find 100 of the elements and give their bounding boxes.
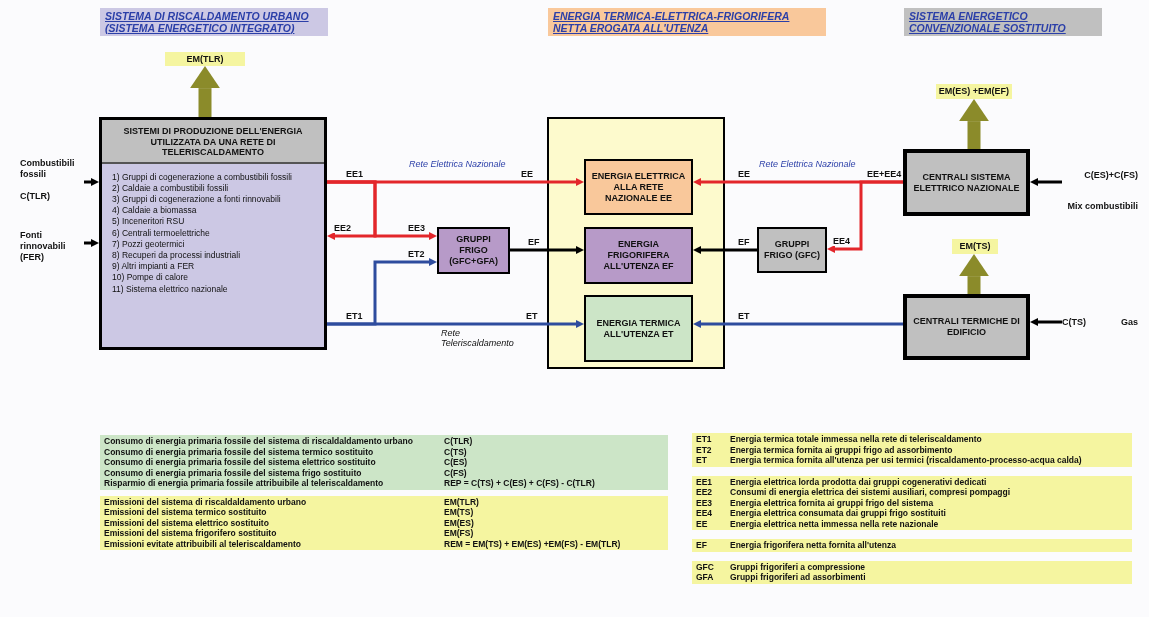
abbreviation-text: EE1: [696, 476, 714, 487]
flow-label: EE+EE4: [866, 169, 903, 179]
energy-box: [903, 149, 1030, 216]
symbol-text: EM(ES): [444, 517, 474, 528]
arrow: [510, 246, 584, 254]
abbreviation-text: EE: [696, 518, 709, 529]
definition-text: Energia termica fornita all'utenza per usi termici (riscaldamento-processo-acqua calda): [730, 455, 1082, 466]
definition-text: Consumi di energia elettrica dei sistemi ausiliari, compresi pompaggi: [730, 487, 1011, 498]
arrow: [1030, 178, 1062, 186]
description-text: Emissioni del sistema di riscaldaldamento urbano: [104, 496, 308, 507]
definition-text: Energia elettrica fornita ai gruppi frigo del sistema: [730, 497, 934, 508]
section-heading-band: [904, 8, 1102, 36]
input-label: C(TS): [1062, 316, 1086, 328]
list-item: 3) Gruppi di cogenerazione a fonti rinnovabili: [112, 193, 282, 206]
input-label: Fonti rinnovabili (FER): [20, 230, 67, 263]
section-heading-band: [548, 8, 826, 36]
definition-text: Energia elettrica consumata dai gruppi frigo sostituiti: [730, 508, 946, 519]
arrow: [693, 320, 903, 328]
list-item: 7) Pozzi geotermici: [112, 238, 186, 250]
box-heading: SISTEMI DI PRODUZIONE DELL'ENERGIA UTILIZZATA DA UNA RETE DI TELERISCALDAMENTO: [102, 120, 324, 164]
box-label: CENTRALI TERMICHE DI EDIFICIO: [912, 316, 1021, 338]
flow-label: ET1: [345, 311, 364, 321]
arrow: [84, 178, 99, 186]
flow-label: EE1: [345, 169, 364, 179]
description-text: Emissioni del sistema frigorifero sostituito: [104, 528, 278, 539]
panel-background: [547, 117, 725, 369]
edge-label: EE3: [407, 223, 426, 233]
abbreviation-text: EE2: [696, 487, 714, 498]
description-text: Consumo di energia primaria fossile del sistema elettrico sostituito: [104, 457, 377, 468]
definition-text: Energia termica fornita ai gruppi frigo ad assorbimento: [730, 444, 953, 455]
box-label: ENERGIA FRIGORIFERA ALL'UTENZA EF: [602, 239, 675, 272]
emission-label: EM(TS): [959, 241, 991, 252]
symbol-text: C(TLR): [444, 436, 473, 447]
emission-tag: [165, 52, 245, 66]
edge-label: EE4: [832, 236, 851, 246]
symbol-text: REP = C(TS) + C(ES) + C(FS) - C(TLR): [444, 478, 595, 489]
input-label: Combustibili fossili: [20, 158, 76, 180]
abbreviation-text: GFA: [696, 572, 715, 583]
energy-box: [584, 159, 693, 215]
arrow: [84, 239, 99, 247]
arrow: [693, 246, 757, 254]
description-text: Emissioni del sistema termico sostituito: [104, 507, 268, 518]
list-item: 11) Sistema elettrico nazionale: [112, 283, 229, 295]
symbol-text: REM = EM(TS) + EM(ES) +EM(FS) - EM(TLR): [444, 538, 621, 549]
energy-box: [757, 227, 827, 273]
input-label: Gas: [1121, 316, 1138, 328]
section-heading-band: [100, 8, 328, 36]
list-item: 2) Caldaie a combustibili fossili: [112, 182, 230, 194]
symbol-text: C(ES): [444, 457, 468, 468]
list-item: 4) Caldaie a biomassa: [112, 205, 198, 217]
list-item: 1) Gruppi di cogenerazione a combustibili fossili: [112, 171, 293, 183]
edge-label: ET2: [407, 249, 426, 259]
emission-tag: [952, 239, 998, 254]
production-system-box: [99, 117, 327, 350]
section-heading: SISTEMA ENERGETICO CONVENZIONALE SOSTITUITO: [909, 10, 1067, 34]
abbreviation-text: ET1: [696, 434, 713, 445]
abbreviation-text: ET2: [696, 444, 713, 455]
box-label: CENTRALI SISTEMA ELETTRICO NAZIONALE: [912, 171, 1021, 194]
input-label: C(ES)+C(FS): [1084, 170, 1138, 181]
edge-label: EE: [737, 169, 751, 179]
abbreviation-text: GFC: [696, 561, 715, 572]
emission-label: EM(ES) +EM(EF): [938, 86, 1010, 97]
abbreviation-text: EF: [696, 540, 708, 551]
abbreviation-text: ET: [696, 455, 708, 466]
description-text: Consumo di energia primaria fossile del sistema di riscaldaldamento urbano: [104, 436, 414, 447]
list-item: 6) Centrali termoelettriche: [112, 227, 211, 239]
network-label: Rete Teleriscaldamento: [440, 328, 515, 348]
definition-text: Energia elettrica netta immessa nella rete nazionale: [730, 518, 939, 529]
input-label: C(TLR): [20, 191, 50, 202]
edge-label: EF: [527, 237, 541, 247]
emission-arrow: [962, 99, 986, 149]
abbreviation-text: EE3: [696, 497, 714, 508]
symbol-text: EM(FS): [444, 528, 474, 539]
description-text: Emissioni del sistema elettrico sostituito: [104, 517, 270, 528]
arrow: [327, 320, 584, 328]
box-label: ENERGIA ELETTRICA ALLA RETE NAZIONALE EE: [590, 170, 687, 204]
section-heading: SISTEMA DI RISCALDAMENTO URBANO (SISTEMA ENERGETICO INTEGRATO): [105, 10, 310, 34]
energy-box: [903, 294, 1030, 360]
abbreviation-text: EE4: [696, 508, 714, 519]
description-text: Emissioni evitate attribuibili al teleriscaldamento: [104, 538, 302, 549]
energy-box: [437, 227, 510, 274]
description-text: Risparmio di energia primaria fossile attribuibile al teleriscaldamento: [104, 478, 385, 489]
emission-arrow: [962, 254, 986, 294]
box-label: GRUPPI FRIGO (GFC): [763, 239, 821, 261]
list-item: 8) Recuperi da processi industriali: [112, 249, 242, 262]
network-label: Rete Elettrica Nazionale: [758, 159, 857, 169]
edge-label: EE: [520, 169, 534, 179]
edge-label: EE2: [333, 223, 352, 233]
arrow: [1030, 318, 1062, 326]
edge-label: ET: [525, 311, 539, 321]
emission-label: EM(TLR): [186, 53, 224, 65]
input-label: Mix combustibili: [1067, 201, 1138, 212]
edge-label: ET: [737, 311, 751, 321]
list-item: 10) Pompe di calore: [112, 272, 190, 284]
definition-text: Energia frigorifera netta fornita all'utenza: [730, 540, 896, 551]
definition-text: Energia termica totale immessa nella rete di teleriscaldamento: [730, 434, 982, 445]
box-label: GRUPPI FRIGO (GFC+GFA): [448, 234, 499, 267]
symbol-text: EM(TLR): [444, 496, 479, 507]
symbol-text: EM(TS): [444, 507, 474, 518]
network-label: Rete Elettrica Nazionale: [408, 159, 507, 169]
